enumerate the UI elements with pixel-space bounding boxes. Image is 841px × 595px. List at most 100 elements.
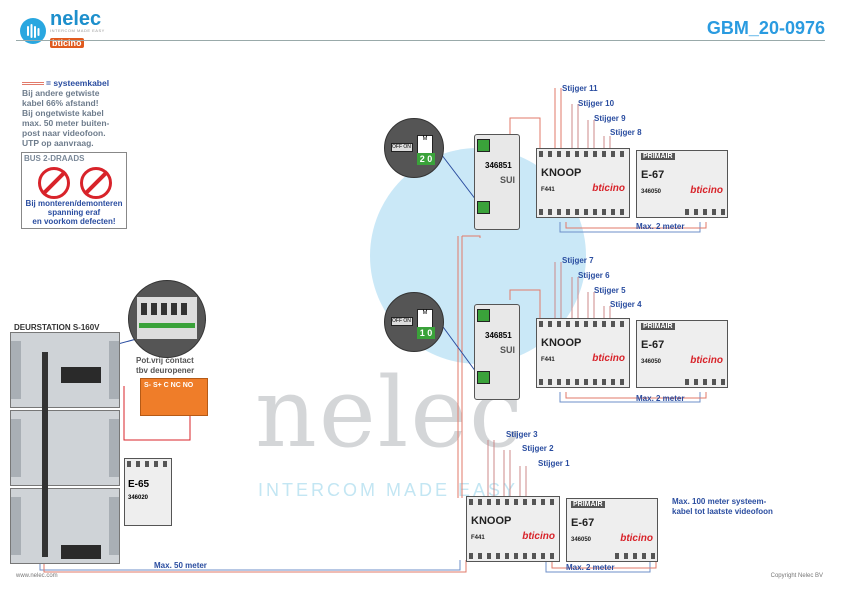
terminal-block [477, 371, 490, 384]
riser-label: Stijger 7 [562, 256, 594, 265]
door-station [10, 332, 120, 564]
relay-pins: S- S+ C NC NO [144, 382, 194, 389]
display-strip [61, 367, 101, 383]
psu-code: 346050 [571, 537, 592, 543]
terminal-strip [539, 209, 627, 215]
psu-label: E-67 [571, 517, 595, 529]
logo-wordmark: nelec [50, 8, 102, 30]
dip-setting-top: 2 0 [417, 153, 435, 165]
bticino-brand: bticino [592, 183, 625, 194]
no-power-icon [80, 167, 112, 199]
door-panel-mid [10, 410, 120, 486]
riser-label: Stijger 5 [594, 286, 626, 295]
door-panel-top [10, 332, 120, 408]
note-line: kabel 66% afstand! [22, 98, 99, 108]
riser-label: Stijger 9 [594, 114, 626, 123]
bticino-brand: bticino [620, 533, 653, 544]
bticino-brand: bticino [690, 185, 723, 196]
note-line: Bij ongetwiste kabel [22, 108, 104, 118]
nelec-logo-icon [20, 17, 46, 44]
terminal-strip [469, 499, 557, 505]
footer-url: www.nelec.com [16, 573, 58, 579]
bticino-brand: bticino [592, 353, 625, 364]
terminal-strip [685, 209, 725, 215]
terminal-block [477, 309, 490, 322]
psu-header: PRIMAIR [571, 501, 605, 508]
document-id: GBM_20-0976 [706, 18, 825, 38]
video-distributor-mid: 346851 SUI [474, 304, 520, 400]
riser-label: Stijger 10 [578, 99, 615, 108]
psu-module-top: PRIMAIR E-67 346050 bticino [636, 150, 728, 218]
psu-code: 346050 [641, 189, 662, 195]
terminal-block [477, 139, 490, 152]
bticino-brand: bticino [522, 531, 555, 542]
cable-notes: = systeemkabel Bij andere getwiste kabel… [22, 78, 124, 148]
display-strip [61, 545, 101, 559]
footer-copyright: Copyright Nelec BV [770, 573, 823, 579]
unit-sui: SUI [499, 345, 515, 355]
terminal-strip [539, 379, 627, 385]
dip-switch-zoom-mid: OFF ON M 1 0 [384, 292, 444, 352]
bus-title: BUS 2-DRAADS [24, 154, 85, 163]
max-length-note: Max. 100 meter systeem- kabel tot laatst… [672, 497, 773, 516]
distance-label: Max. 2 meter [566, 563, 615, 572]
distance-label: Max. 2 meter [636, 222, 685, 231]
riser-label: Stijger 1 [538, 459, 570, 468]
knoop-code: F441 [471, 535, 485, 541]
logo-bticino: bticino [50, 38, 84, 48]
unit-code: 346851 [485, 161, 512, 170]
logo-tagline: INTERCOM MADE EASY [50, 28, 105, 33]
e65-label: E-65 [128, 479, 150, 490]
door-panel-bottom [10, 488, 120, 564]
note-line: Bij andere getwiste [22, 88, 100, 98]
e65-code: 346020 [128, 495, 149, 501]
riser-label: Stijger 11 [562, 84, 598, 93]
riser-label: Stijger 3 [506, 430, 538, 439]
knoop-code: F441 [541, 187, 555, 193]
terminal-strip [615, 553, 655, 559]
terminal-strip [539, 321, 627, 327]
door-station-title: DEURSTATION S-160V [14, 323, 100, 332]
distance-label: Max. 2 meter [636, 394, 685, 403]
toggle-switch-icon: OFF ON [391, 317, 413, 326]
terminal-strip [127, 461, 169, 467]
no-plug-icon [38, 167, 70, 199]
cable-legend: = systeemkabel [22, 78, 124, 88]
note-line: UTP op aanvraag. [22, 138, 94, 148]
relay-label: Pot.vrij contact tbv deuropener [136, 356, 195, 375]
psu-header: PRIMAIR [641, 323, 675, 330]
nelec-logo: nelec INTERCOM MADE EASY bticino [20, 8, 105, 51]
dip-switch-zoom-top: OFF ON M 2 0 [384, 118, 444, 178]
terminal-strip [539, 151, 627, 157]
e65-power-supply: E-65 346020 [124, 458, 172, 526]
psu-label: E-67 [641, 169, 665, 181]
bticino-brand: bticino [690, 355, 723, 366]
riser-label: Stijger 4 [610, 300, 642, 309]
toggle-switch-icon: OFF ON [391, 143, 413, 152]
terminal-strip [685, 379, 725, 385]
knoop-module-mid: KNOOP F441 bticino [536, 318, 630, 388]
keypad-zoom [128, 280, 206, 358]
psu-code: 346050 [641, 359, 662, 365]
watermark-tagline: INTERCOM MADE EASY [258, 480, 519, 500]
knoop-module-bottom: KNOOP F441 bticino [466, 496, 560, 562]
distance-label: Max. 50 meter [154, 561, 207, 570]
terminal-strip [469, 553, 557, 559]
dip-setting-mid: 1 0 [417, 327, 435, 339]
knoop-code: F441 [541, 357, 555, 363]
cable-harness [42, 352, 48, 557]
knoop-module-top: KNOOP F441 bticino [536, 148, 630, 218]
unit-code: 346851 [485, 331, 512, 340]
header-divider [16, 40, 825, 41]
relay-contact-module: S- S+ C NC NO [140, 378, 208, 416]
note-line: post naar videofoon. [22, 128, 106, 138]
terminal-block [477, 201, 490, 214]
video-distributor-top: 346851 SUI [474, 134, 520, 230]
system-cable-icon [22, 82, 44, 86]
knoop-label: KNOOP [471, 515, 512, 527]
bus-warning-text: Bij monteren/demonteren spanning eraf en… [25, 199, 123, 226]
riser-label: Stijger 8 [610, 128, 642, 137]
bus-warning-box: BUS 2-DRAADS Bij monteren/demonteren spa… [21, 152, 127, 229]
knoop-label: KNOOP [541, 337, 582, 349]
